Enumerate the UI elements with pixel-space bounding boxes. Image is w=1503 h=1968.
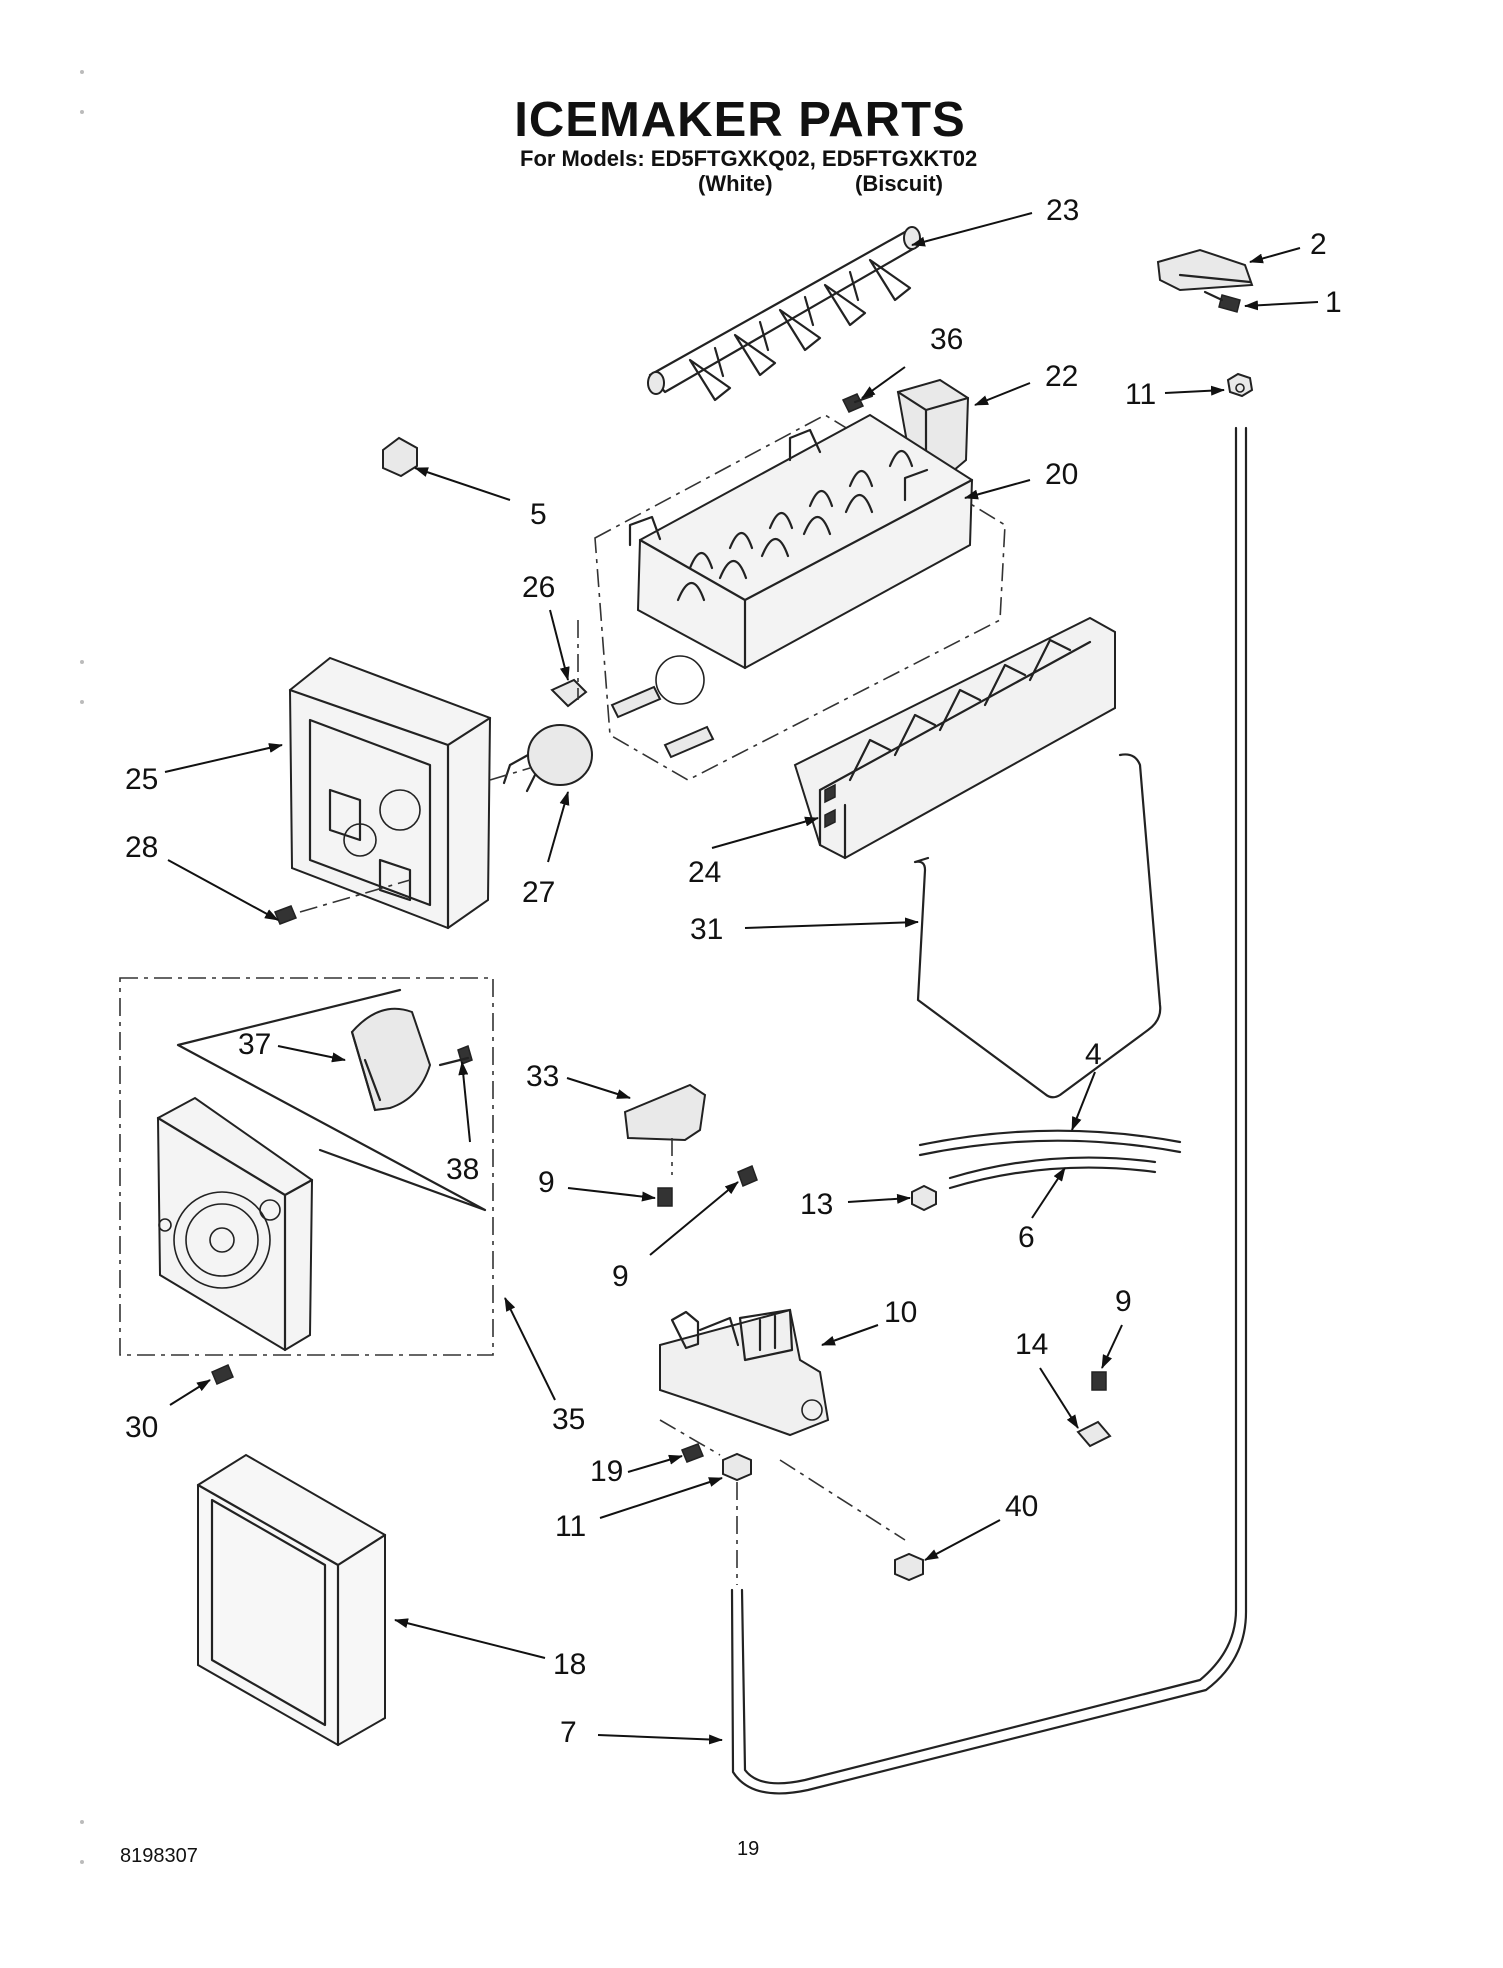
icemaker-mold-part [594,413,1006,781]
callout-4: 4 [1085,1038,1102,1071]
callout-33: 33 [526,1060,560,1093]
control-housing-part [288,656,492,930]
callout-30: 30 [125,1411,159,1444]
callout-28: 28 [125,831,159,864]
callout-13: 13 [800,1188,834,1221]
guide-line [659,1419,721,1456]
callout-5: 5 [530,498,547,531]
tube-part-4 [918,1129,1182,1147]
tube-part-6-outline [948,1166,1157,1190]
callout-38: 38 [446,1153,480,1186]
water-valve-part [659,1308,830,1437]
mounting-screw-36 [841,393,874,413]
callout-40: 40 [1005,1490,1039,1523]
shutoff-clip-part [1156,248,1254,313]
callout-23: 23 [1046,194,1080,227]
models-line: For Models: ED5FTGXKQ02, ED5FTGXKT02 [520,146,978,171]
callout-18: 18 [553,1648,587,1681]
callout-2: 2 [1310,228,1327,261]
callout-19: 19 [590,1455,624,1488]
document-number: 8198307 [120,1845,198,1867]
callout-25: 25 [125,763,159,796]
callout-14: 14 [1015,1328,1049,1361]
stripper-part [793,616,1116,860]
clip-part-5 [382,436,418,478]
callout-11-top: 11 [1125,378,1157,411]
module-guide [176,988,487,1212]
margin-mark [80,1820,84,1824]
thermostat-clip-part [550,678,588,708]
callout-6: 6 [1018,1221,1035,1254]
guide-line [489,767,531,781]
module-plate-part [156,1096,314,1352]
bracket-part-33 [623,1083,707,1142]
margin-mark [80,110,84,114]
callout-10: 10 [884,1296,918,1329]
tube-part-4-outline [918,1139,1182,1157]
margin-mark [80,660,84,664]
callout-35: 35 [552,1403,586,1436]
screw-part-30 [211,1364,234,1385]
callout-26: 26 [522,571,556,604]
fill-tube-outline [730,426,1248,1795]
margin-mark [80,1860,84,1864]
screw-part-28 [274,905,297,925]
callout-9-lower: 9 [612,1260,629,1293]
nut-part-13 [911,1184,937,1212]
page-title: ICEMAKER PARTS [514,93,966,147]
cover-part-18 [196,1453,387,1747]
thermostat-part [502,724,593,793]
variant-biscuit: (Biscuit) [855,171,943,196]
screw-part-19 [681,1443,704,1463]
guide-line [779,1459,906,1541]
screw-part-9b [737,1164,758,1188]
shutoff-arm-part [913,753,1162,1099]
guide-line [299,879,411,913]
callout-11-lower: 11 [555,1510,587,1543]
page-number: 19 [737,1838,760,1860]
top-nut-part [1226,372,1254,398]
fill-tube-part [740,426,1238,1785]
variant-white: (White) [698,171,773,196]
callout-27: 27 [522,876,556,909]
tube-part-6 [948,1156,1157,1180]
module-box [119,977,494,1356]
callout-37: 37 [238,1028,272,1061]
screw-part-9a [657,1187,673,1207]
callout-20: 20 [1045,458,1079,491]
callout-22: 22 [1045,360,1079,393]
callout-9-left: 9 [538,1166,555,1199]
callout-7: 7 [560,1716,577,1749]
screw-part-9c [1091,1371,1107,1391]
nut-part-40 [894,1552,924,1582]
nut-part-11b [722,1452,752,1482]
leader-lines [164,212,1319,1745]
clamp-part-14 [1076,1420,1112,1448]
motor-part [350,1007,473,1112]
callout-24: 24 [688,856,722,889]
ejector-shaft-part [647,226,921,402]
callout-31: 31 [690,913,724,946]
callout-1: 1 [1325,286,1342,319]
margin-mark [80,700,84,704]
callout-36: 36 [930,323,964,356]
margin-mark [80,70,84,74]
callout-9-right: 9 [1115,1285,1132,1318]
